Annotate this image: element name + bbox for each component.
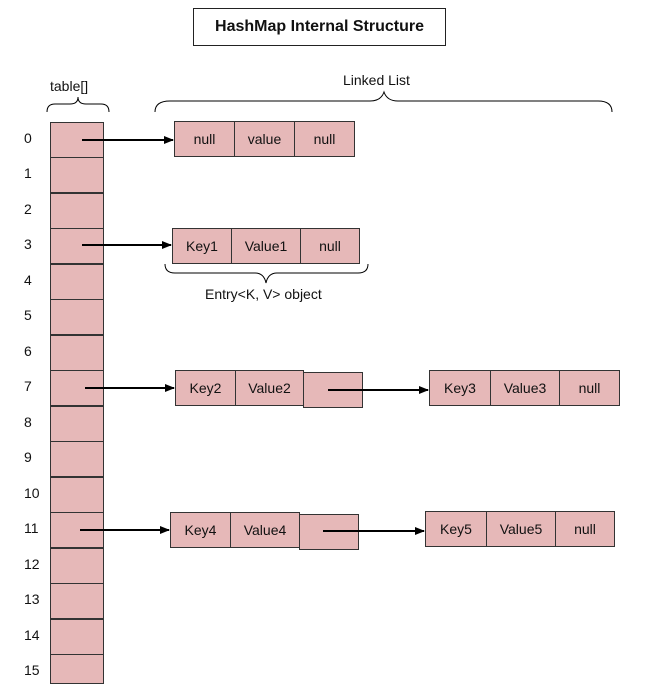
entry-key-field: null xyxy=(174,121,235,157)
entry-object-label: Entry<K, V> object xyxy=(205,286,322,302)
diagram-title: HashMap Internal Structure xyxy=(193,8,446,46)
table-cell-10 xyxy=(50,477,104,513)
entry-key-field: Key1 xyxy=(172,228,232,264)
table-cell-14 xyxy=(50,619,104,655)
entry-node-bucket-3: Key1 Value1 null xyxy=(172,228,360,264)
entry-value-field: value xyxy=(234,121,295,157)
entry-value-field: Value5 xyxy=(486,511,556,547)
index-label-6: 6 xyxy=(24,343,32,359)
index-label-5: 5 xyxy=(24,307,32,323)
entry-value-field: Value4 xyxy=(230,512,300,548)
table-cell-9 xyxy=(50,441,104,477)
entry-key-field: Key5 xyxy=(425,511,487,547)
entry-next-field: null xyxy=(294,121,355,157)
table-cell-5 xyxy=(50,299,104,335)
table-cell-13 xyxy=(50,583,104,619)
table-cell-4 xyxy=(50,264,104,300)
index-label-8: 8 xyxy=(24,414,32,430)
index-label-11: 11 xyxy=(24,520,39,536)
index-label-12: 12 xyxy=(24,556,40,572)
index-label-14: 14 xyxy=(24,627,40,643)
index-label-0: 0 xyxy=(24,130,32,146)
entry-next-field: null xyxy=(555,511,615,547)
index-label-3: 3 xyxy=(24,236,32,252)
table-cell-2 xyxy=(50,193,104,229)
diagram-title-text: HashMap Internal Structure xyxy=(215,18,424,35)
index-label-9: 9 xyxy=(24,449,32,465)
entry-next-field: null xyxy=(300,228,360,264)
index-label-7: 7 xyxy=(24,378,32,394)
index-label-13: 13 xyxy=(24,591,40,607)
entry-key-field: Key2 xyxy=(175,370,236,406)
table-cell-15 xyxy=(50,654,104,684)
entry-next-field: null xyxy=(559,370,620,406)
entry-node-bucket-0: null value null xyxy=(174,121,355,157)
entry-value-field: Value1 xyxy=(231,228,301,264)
linked-list-label: Linked List xyxy=(343,72,410,88)
linked-list-brace xyxy=(154,90,613,113)
table-label: table[] xyxy=(50,78,89,94)
entry-node-bucket-7-second: Key3 Value3 null xyxy=(429,370,620,406)
table-brace xyxy=(46,96,110,113)
entry-value-field: Value2 xyxy=(235,370,304,406)
index-label-1: 1 xyxy=(24,165,32,181)
index-label-4: 4 xyxy=(24,272,32,288)
entry-key-field: Key3 xyxy=(429,370,491,406)
index-label-15: 15 xyxy=(24,662,40,678)
entry-node-bucket-11-second: Key5 Value5 null xyxy=(425,511,615,547)
table-cell-6 xyxy=(50,335,104,371)
index-label-10: 10 xyxy=(24,485,40,501)
index-label-2: 2 xyxy=(24,201,32,217)
entry-object-brace xyxy=(164,263,369,284)
table-cell-1 xyxy=(50,157,104,193)
